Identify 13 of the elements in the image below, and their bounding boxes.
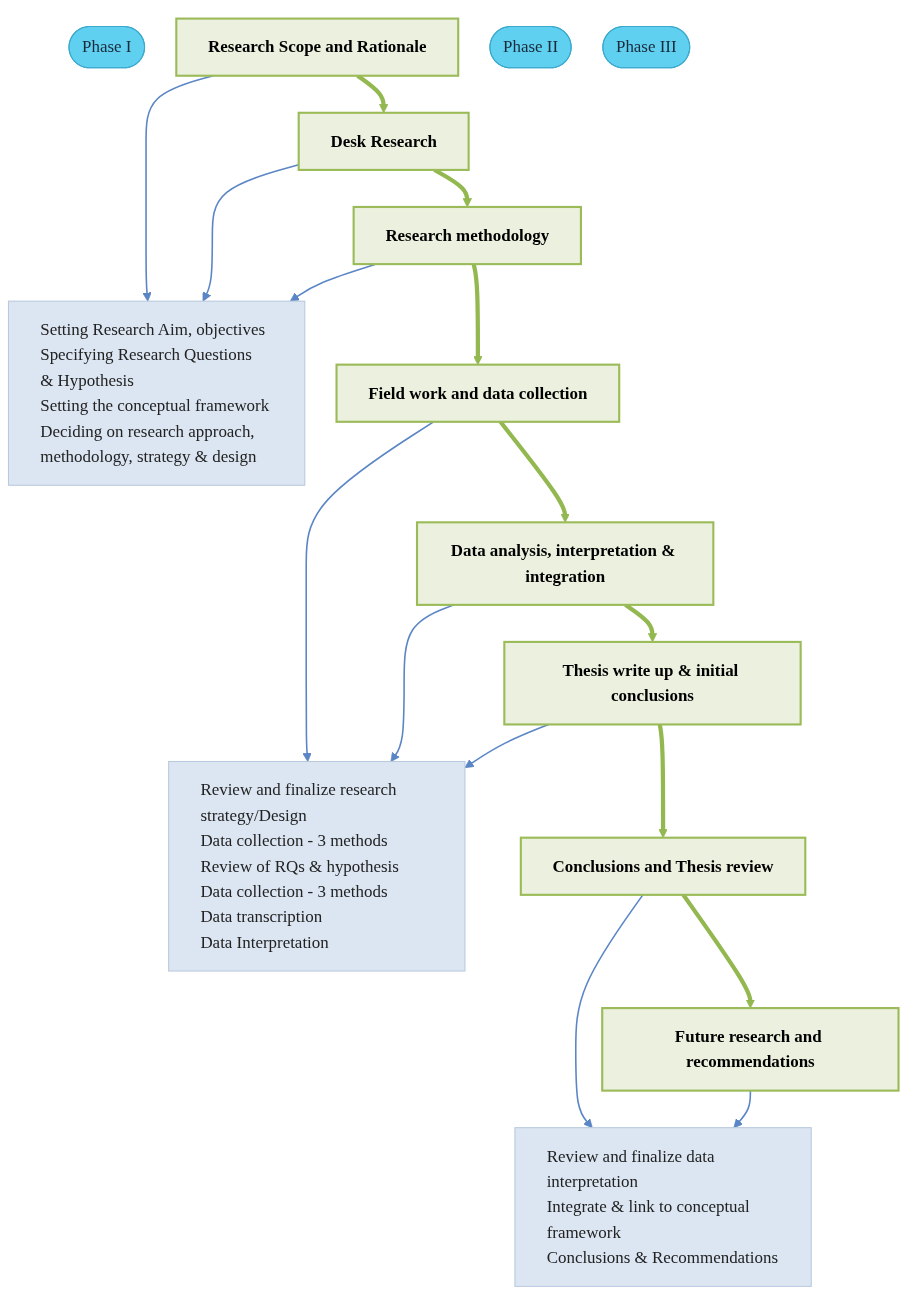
node-box: Research methodology [352,205,582,266]
node-box: Thesis write up & initial conclusions [503,640,802,726]
node-box: Data analysis, interpretation & integration [415,521,715,606]
node-box: Conclusions and Thesis review [519,836,807,896]
node-box: Review and finalize research strategy/Design Data collection - 3 methods Review of RQs & hypothesis Data collection - 3 methods Data transcription Data Interpretation [168,760,466,972]
node-box: Research Scope and Rationale [175,17,460,77]
arrow [574,894,644,1129]
node-box: Desk Research [297,111,470,171]
node-box: Review and finalize data interpretation Integrate & link to conceptual framework Conclusions & Recommendations [514,1127,812,1287]
node-box: Setting Research Aim, objectives Specifying Research Questions & Hypothesis Setting the conceptual framework Deciding on research approach, methodology, strategy & design [7,300,306,486]
node-box: Field work and data collection [335,363,621,423]
arrow [302,421,435,762]
node-box: Future research and recommendations [601,1007,900,1092]
